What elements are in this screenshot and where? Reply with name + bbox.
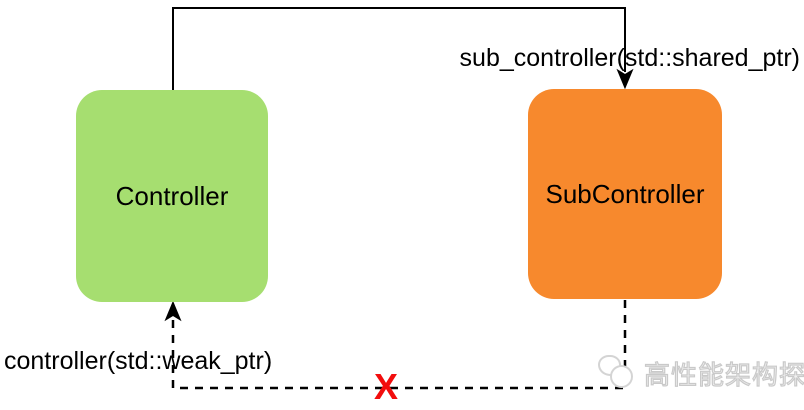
node-subcontroller-label: SubController	[545, 178, 705, 209]
wechat-bubble-small	[610, 365, 633, 388]
node-subcontroller[interactable]: SubController	[528, 89, 722, 299]
edge-label-shared-ptr: sub_controller(std::shared_ptr)	[459, 44, 800, 72]
broken-link-x-marker: X	[373, 366, 398, 407]
shared-ptr-arrowhead-icon	[616, 68, 634, 90]
wechat-bubbles-icon	[597, 352, 635, 394]
edge-label-weak-ptr: controller(std::weak_ptr)	[4, 347, 273, 375]
weak-ptr-edge-line	[171, 300, 627, 390]
watermark: 高性能架构探索	[597, 352, 804, 394]
shared-ptr-edge-line	[172, 7, 626, 90]
node-controller-label: Controller	[115, 180, 229, 211]
weak-ptr-arrowhead-icon	[164, 300, 182, 322]
watermark-text: 高性能架构探索	[643, 359, 804, 390]
node-controller[interactable]: Controller	[76, 90, 268, 302]
